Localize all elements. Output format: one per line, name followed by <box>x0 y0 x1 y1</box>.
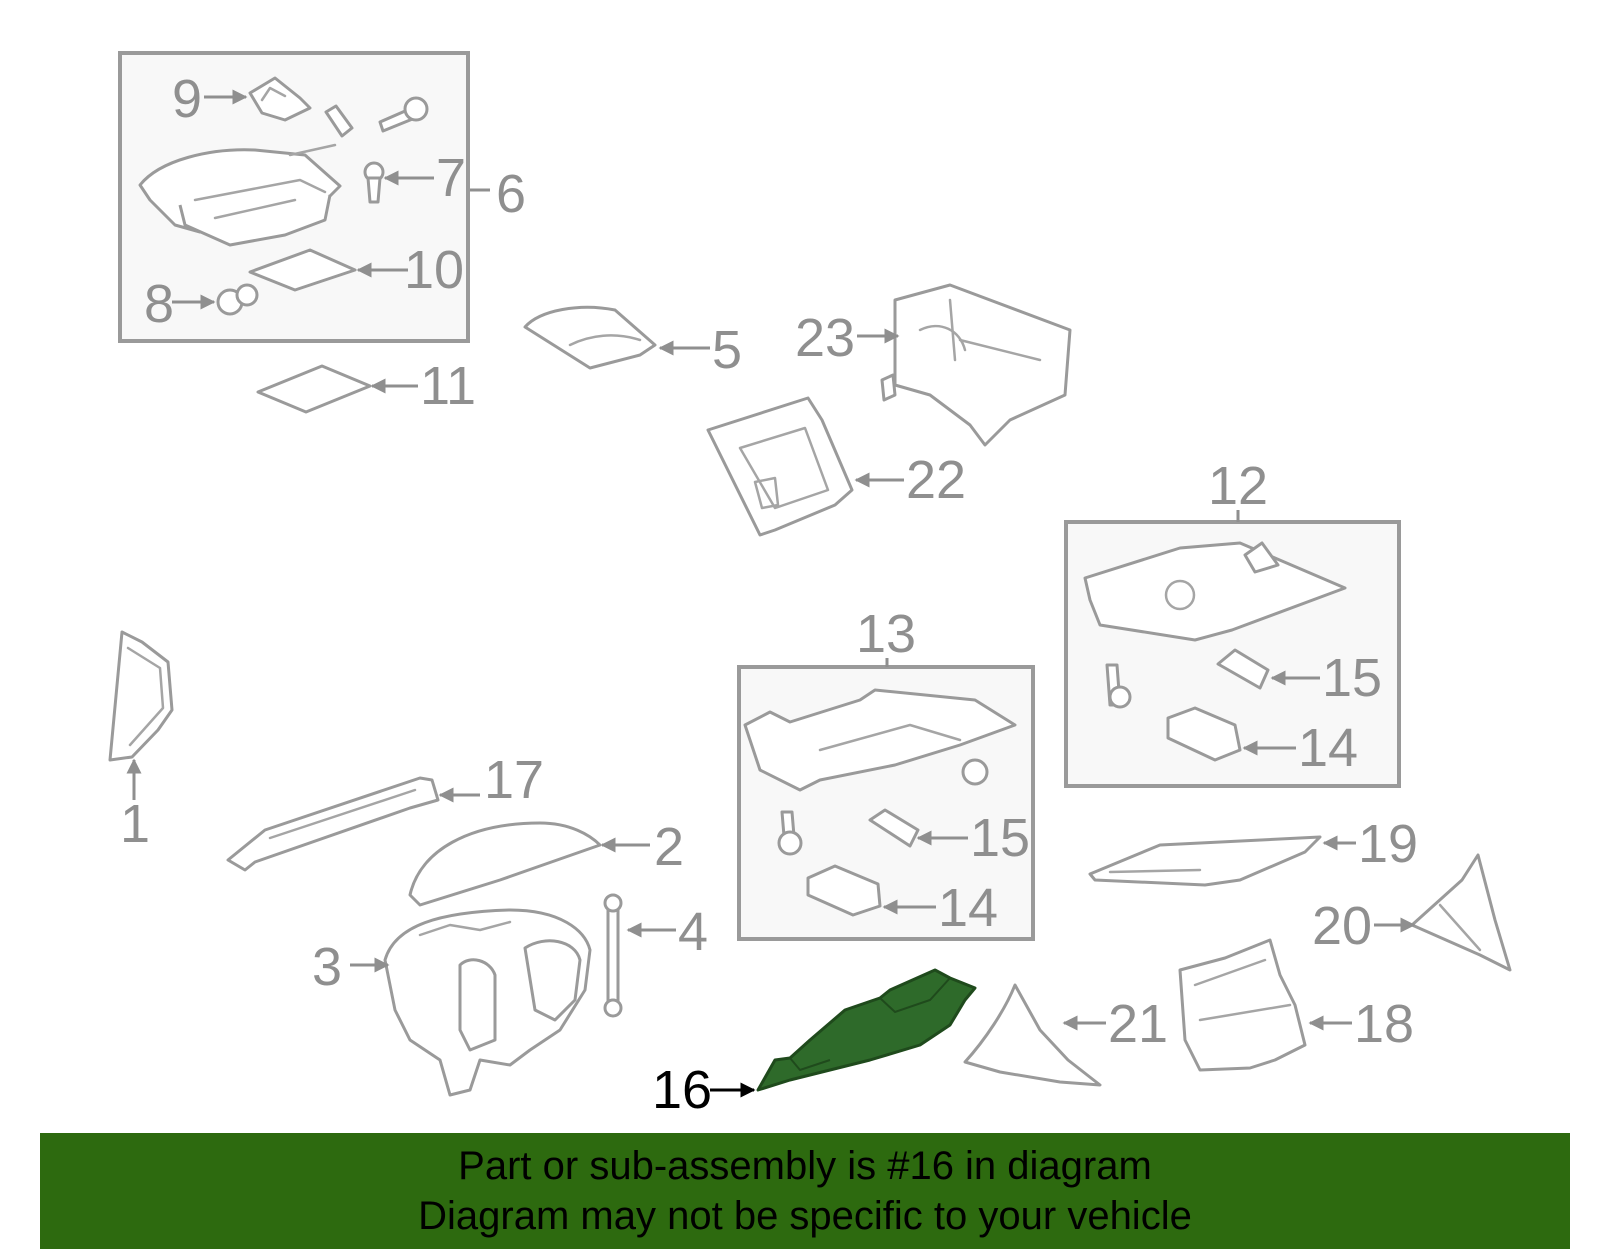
part-17 <box>226 776 440 872</box>
part-2 <box>408 821 602 907</box>
callout-1: 1 <box>120 794 150 854</box>
part-8 <box>216 283 259 316</box>
part-1 <box>108 630 174 762</box>
callout-10: 10 <box>404 240 464 300</box>
callout-4: 4 <box>678 902 708 962</box>
callout-3: 3 <box>312 937 342 997</box>
pin-part <box>324 104 354 138</box>
callout-14-upper: 14 <box>1298 718 1358 778</box>
callout-23: 23 <box>795 308 855 368</box>
part-7 <box>363 161 385 204</box>
callout-8: 8 <box>144 274 174 334</box>
callout-14-lower: 14 <box>938 878 998 938</box>
part-23 <box>880 283 1072 447</box>
callout-12: 12 <box>1208 456 1268 516</box>
callout-15-upper: 15 <box>1322 648 1382 708</box>
callout-5: 5 <box>712 320 742 380</box>
part-20 <box>1410 853 1512 972</box>
part-3 <box>383 908 592 1097</box>
callout-20: 20 <box>1312 896 1372 956</box>
callout-19: 19 <box>1358 814 1418 874</box>
part-6-bin <box>138 143 342 247</box>
callout-9: 9 <box>172 69 202 129</box>
part-16-highlighted <box>756 968 977 1092</box>
part-11 <box>256 364 372 414</box>
group-box-6 <box>118 51 470 343</box>
part-5 <box>523 305 657 370</box>
callouts: 9 7 6 10 8 11 5 23 22 12 13 15 14 15 14 … <box>120 69 1418 1120</box>
callout-18: 18 <box>1354 994 1414 1054</box>
callout-15-lower: 15 <box>970 808 1030 868</box>
part-9 <box>248 76 312 122</box>
callout-17: 17 <box>484 750 544 810</box>
part-22 <box>706 396 854 537</box>
callout-2: 2 <box>654 817 684 877</box>
group-box-12 <box>1064 520 1401 788</box>
banner-line-disclaimer: Diagram may not be specific to your vehi… <box>418 1194 1192 1238</box>
part-21 <box>963 983 1102 1087</box>
callout-21: 21 <box>1108 994 1168 1054</box>
banner-line-part: Part or sub-assembly is #16 in diagram <box>458 1144 1152 1188</box>
callout-6: 6 <box>496 164 526 224</box>
callout-11: 11 <box>420 356 476 416</box>
callout-13: 13 <box>856 604 916 664</box>
part-19 <box>1088 835 1322 887</box>
info-banner: Part or sub-assembly is #16 in diagram D… <box>40 1133 1570 1249</box>
screw-part <box>378 96 429 133</box>
part-10 <box>248 248 357 292</box>
part-4 <box>603 893 623 1018</box>
callout-22: 22 <box>906 450 966 510</box>
part-18 <box>1178 938 1307 1072</box>
callout-16: 16 <box>652 1060 712 1120</box>
leader-lines <box>126 89 1416 1098</box>
callout-7: 7 <box>436 148 466 208</box>
